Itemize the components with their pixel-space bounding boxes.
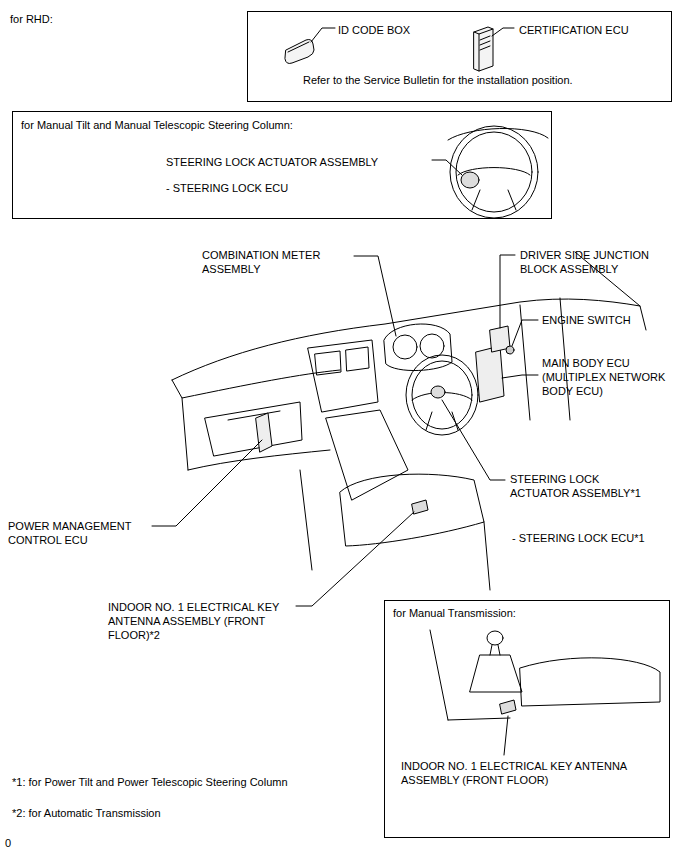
glove-box-handle <box>228 411 280 420</box>
leader-line <box>492 28 514 36</box>
leader-line <box>504 716 508 755</box>
leader-line <box>442 400 505 480</box>
center-stack <box>308 340 378 412</box>
leader-line <box>512 320 538 346</box>
figure-number: 0 <box>5 836 11 850</box>
leader-line <box>311 28 335 42</box>
part-name: STEERING LOCK ACTUATOR ASSEMBLY <box>166 155 378 169</box>
dash-line <box>448 128 548 140</box>
part-name: INDOOR NO. 1 ELECTRICAL KEY ANTENNA ASSE… <box>108 600 288 642</box>
gauge <box>393 335 417 359</box>
vents <box>315 347 369 375</box>
leader-lines <box>152 255 538 606</box>
combination-meter <box>384 324 452 371</box>
part-name: DRIVER SIDE JUNCTION BLOCK ASSEMBLY <box>520 248 680 276</box>
power-management-ecu <box>256 413 272 452</box>
leader-line <box>502 375 538 378</box>
footnote: *1: for Power Tilt and Power Telescopic … <box>12 775 288 789</box>
manual-transmission-inset <box>430 630 660 755</box>
part-name: COMBINATION METER ASSEMBLY <box>202 248 342 276</box>
shift-lever <box>490 645 500 655</box>
center-console <box>326 410 408 500</box>
steering-lock-actuator <box>431 386 445 398</box>
console-side <box>430 630 510 720</box>
steering-column-box: for Manual Tilt and Manual Telescopic St… <box>12 111 552 219</box>
box-heading: for Manual Transmission: <box>393 606 663 620</box>
part-name: INDOOR NO. 1 ELECTRICAL KEY ANTENNA ASSE… <box>401 759 663 787</box>
id-code-box-edge <box>288 42 309 52</box>
part-name: - STEERING LOCK ECU <box>166 181 288 195</box>
key-parts-box: ID CODE BOX CERTIFICATION ECU Refer to the… <box>247 11 672 102</box>
part-name: ENGINE SWITCH <box>542 313 631 327</box>
part-name: Refer to the Service Bulletin for the in… <box>303 73 663 87</box>
leader-line <box>500 255 515 328</box>
dashboard <box>172 252 646 590</box>
part-name: - STEERING LOCK ECU*1 <box>512 531 645 545</box>
id-code-box-shape <box>285 40 314 64</box>
certification-ecu-icon <box>474 27 514 71</box>
transmission-box: for Manual Transmission: INDOOR NO. 1 ELE… <box>384 600 670 838</box>
leader-line <box>152 440 262 526</box>
part-name: STEERING LOCK ACTUATOR ASSEMBLY*1 <box>510 472 645 500</box>
id-code-box-icon <box>285 28 335 64</box>
engine-switch <box>506 346 514 354</box>
shift-boot <box>470 655 522 692</box>
steering-wheel-rim-inner <box>456 132 532 212</box>
footnote: *2: for Automatic Transmission <box>12 806 161 820</box>
leader-line <box>354 256 396 336</box>
ecu-shape <box>474 27 493 71</box>
steering-wheel-spokes <box>412 393 472 431</box>
steering-wheel-rim <box>406 355 478 435</box>
ecu-edge <box>474 29 493 71</box>
dash-lower <box>182 398 330 470</box>
part-name: POWER MANAGEMENT CONTROL ECU <box>8 519 148 547</box>
leader-line <box>296 512 414 606</box>
armrest <box>340 474 484 546</box>
steering-wheel-inset <box>432 126 548 218</box>
gauge <box>420 334 444 358</box>
steering-lock-actuator <box>461 172 479 188</box>
steering-wheel-rim <box>450 126 538 218</box>
steering-wheel-spokes <box>458 168 530 211</box>
part-name: ID CODE BOX <box>338 23 410 37</box>
ecu-ribs <box>480 36 490 50</box>
shift-knob <box>487 631 503 645</box>
box-heading: for Manual Tilt and Manual Telescopic St… <box>21 118 541 132</box>
leader-line <box>432 160 462 175</box>
part-name: CERTIFICATION ECU <box>519 23 629 37</box>
key-antenna <box>500 700 516 714</box>
main-body-ecu <box>476 346 504 402</box>
armrest <box>520 658 660 706</box>
section-heading: for RHD: <box>10 12 53 26</box>
steering-wheel-rim-inner <box>412 361 472 429</box>
dash-face <box>172 370 340 398</box>
part-name: MAIN BODY ECU (MULTIPLEX NETWORK BODY EC… <box>542 356 682 398</box>
